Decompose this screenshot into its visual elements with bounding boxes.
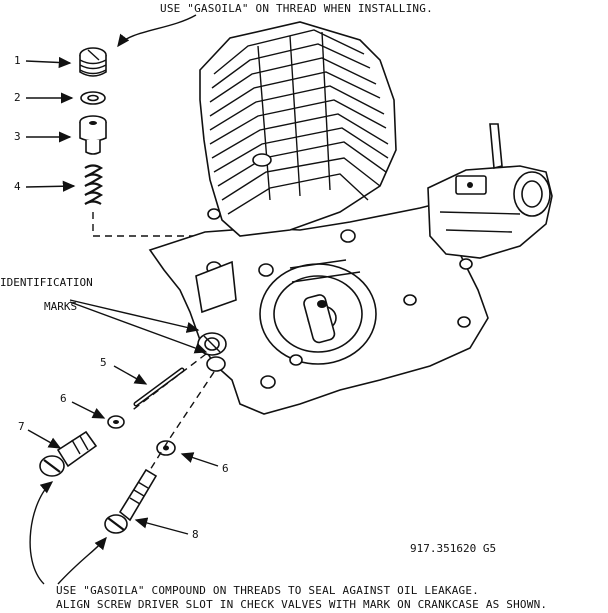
bottom-note-line1: USE "GASOILA" COMPOUND ON THREADS TO SEA…: [56, 584, 479, 597]
callout-6-right: 6: [222, 462, 229, 475]
bottom-note-leader-left: [29, 481, 54, 585]
callout-2: 2: [14, 91, 21, 104]
callout-3: 3: [14, 130, 21, 143]
part-2-washer: [80, 91, 106, 105]
callout-4-arrow: [25, 180, 76, 192]
identification-label-line2: MARKS: [44, 300, 77, 313]
part-6-washer-right: [156, 440, 176, 456]
part-4-spring: [84, 164, 104, 205]
install-path-left: [129, 353, 207, 413]
engine-crankcase-illustration: [148, 21, 553, 415]
identification-label-line1: IDENTIFICATION: [0, 276, 93, 289]
callout-5: 5: [100, 356, 107, 369]
install-path-upper: [92, 212, 213, 263]
callout-8-arrow: [134, 517, 189, 535]
figure-id: 917.351620 G5: [410, 542, 496, 555]
install-path-right: [149, 371, 215, 471]
part-3-valve-body: [79, 115, 107, 155]
identification-arrow-2: [69, 301, 208, 354]
part-8-check-valve: [104, 468, 158, 534]
bottom-note-line2: ALIGN SCREW DRIVER SLOT IN CHECK VALVES …: [56, 598, 547, 611]
bottom-note-leader-right: [57, 536, 107, 585]
callout-5-arrow: [113, 365, 148, 385]
callout-1-arrow: [25, 56, 72, 69]
part-5-pin: [133, 367, 185, 407]
part-7-check-valve: [39, 430, 98, 477]
part-6-washer-left: [107, 415, 125, 429]
part-1-valve-cap: [79, 47, 107, 77]
callout-7: 7: [18, 420, 25, 433]
identification-arrow-1: [69, 299, 200, 333]
callout-6-right-arrow: [180, 452, 219, 467]
top-note-leader: [117, 14, 197, 48]
top-note: USE "GASOILA" ON THREAD WHEN INSTALLING.: [160, 2, 433, 15]
callout-6-left: 6: [60, 392, 67, 405]
callout-8: 8: [192, 528, 199, 541]
callout-6-left-arrow: [71, 401, 106, 419]
callout-1: 1: [14, 54, 21, 67]
callout-7-arrow: [27, 429, 62, 449]
callout-4: 4: [14, 180, 21, 193]
